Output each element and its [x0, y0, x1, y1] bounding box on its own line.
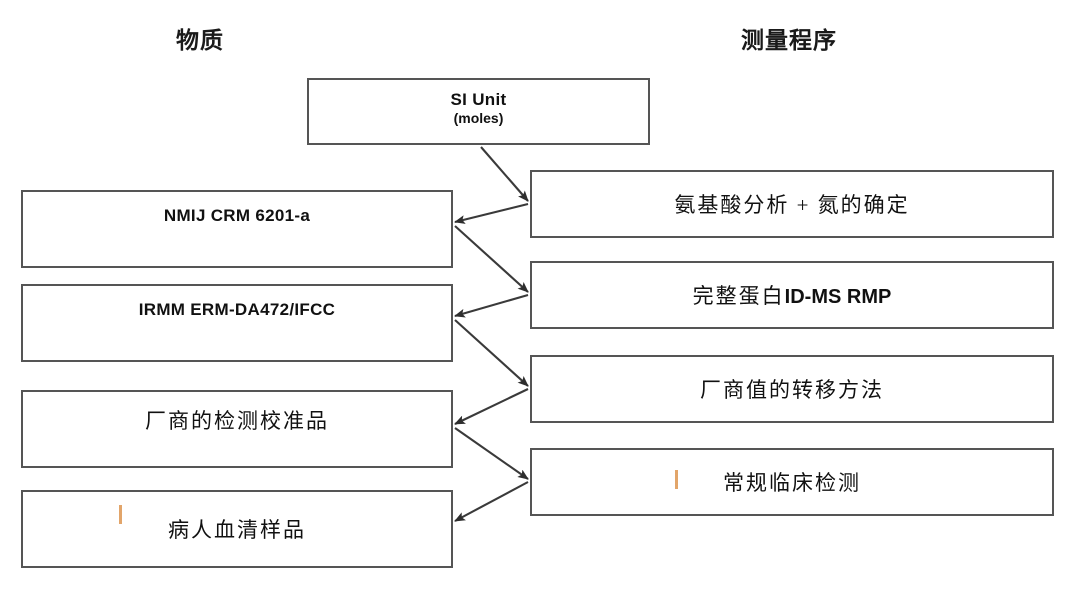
edge-substance-2-to-proc-3: [454, 319, 529, 387]
si-unit-title: SI Unit: [450, 90, 507, 109]
node-substance-nmij-crm[interactable]: NMIJ CRM 6201-a: [21, 190, 453, 268]
node-procedure-intact-protein-idms-rmp[interactable]: 完整蛋白ID-MS RMP: [530, 261, 1054, 329]
node-procedure-manufacturer-value-transfer[interactable]: 厂商值的转移方法: [530, 355, 1054, 423]
edge-si-unit-to-proc-1: [480, 146, 529, 202]
node-substance-manufacturer-calibrator[interactable]: 厂商的检测校准品: [21, 390, 453, 468]
edge-substance-3-to-proc-4: [454, 427, 529, 480]
procedure-label: 完整蛋白ID-MS RMP: [693, 280, 892, 310]
substance-label: IRMM ERM-DA472/IFCC: [138, 300, 336, 319]
text-cursor-tick-icon: [119, 505, 122, 524]
procedure-label: 常规临床检测: [723, 471, 861, 495]
procedure-label-latin: ID-MS RMP: [784, 286, 892, 308]
node-procedure-amino-acid-analysis[interactable]: 氨基酸分析 + 氮的确定: [530, 170, 1054, 238]
si-unit-subtitle: (moles): [453, 109, 504, 126]
edge-proc-2-to-substance-2: [454, 293, 529, 318]
procedure-label: 氨基酸分析 + 氮的确定: [674, 193, 910, 217]
node-procedure-routine-clinical-assay[interactable]: 常规临床检测: [530, 448, 1054, 516]
node-substance-irmm-erm[interactable]: IRMM ERM-DA472/IFCC: [21, 284, 453, 362]
substance-label: 厂商的检测校准品: [145, 409, 329, 433]
column-header-substance: 物质: [176, 28, 224, 53]
text-cursor-tick-icon: [675, 470, 678, 489]
procedure-label-cjk: 完整蛋白: [692, 284, 785, 308]
edge-proc-4-to-substance-4: [454, 481, 529, 522]
edge-substance-1-to-proc-2: [454, 225, 529, 293]
substance-label: 病人血清样品: [168, 518, 306, 542]
node-si-unit[interactable]: SI Unit (moles): [307, 78, 650, 145]
procedure-label: 厂商值的转移方法: [700, 378, 884, 402]
substance-label: NMIJ CRM 6201-a: [163, 206, 311, 225]
edge-proc-1-to-substance-1: [454, 202, 529, 224]
column-header-measurement-procedure: 测量程序: [741, 28, 837, 53]
edge-proc-3-to-substance-3: [454, 388, 529, 425]
node-substance-patient-serum[interactable]: 病人血清样品: [21, 490, 453, 568]
